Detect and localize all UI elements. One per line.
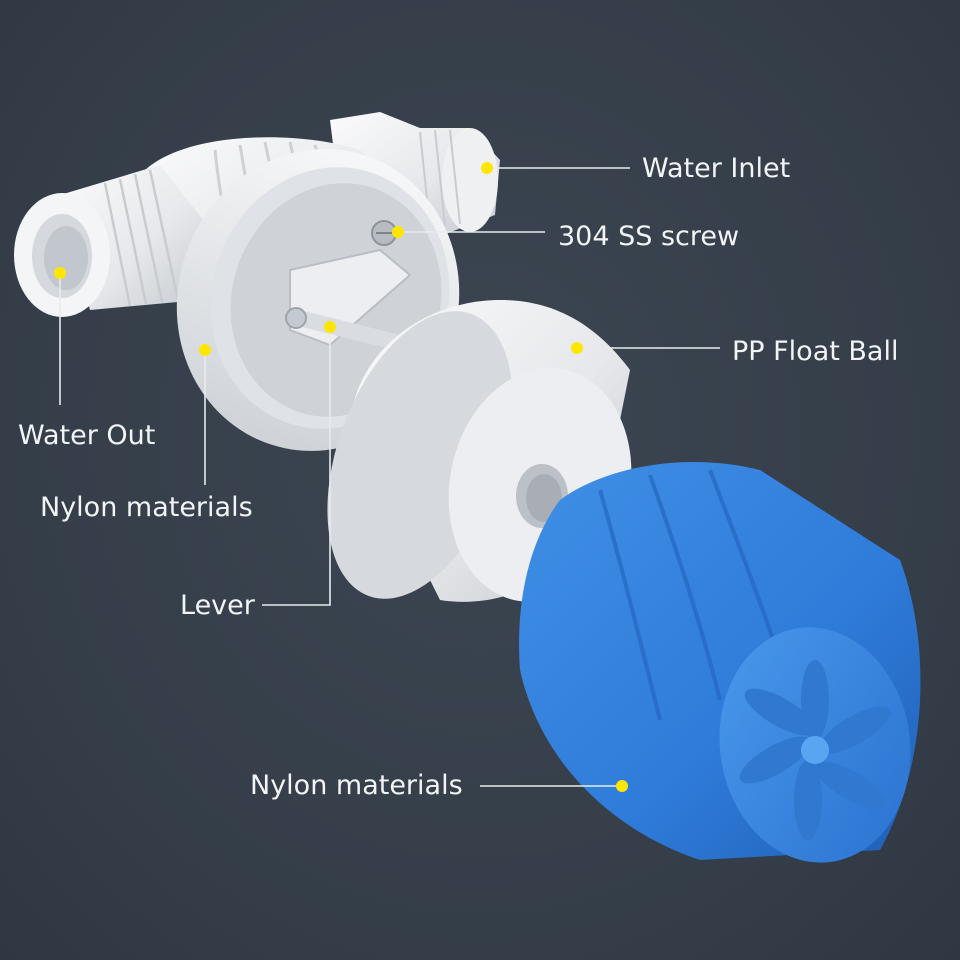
label-lever: Lever (180, 590, 255, 621)
marker-water-out (54, 267, 66, 279)
marker-lever (324, 321, 336, 333)
label-ss-screw: 304 SS screw (558, 221, 740, 252)
label-nylon-body: Nylon materials (40, 492, 253, 523)
label-float-ball: PP Float Ball (732, 336, 899, 367)
label-water-out: Water Out (18, 420, 156, 451)
marker-float-ball (571, 342, 583, 354)
marker-ss-screw (392, 226, 404, 238)
blue-cap-shape (519, 461, 921, 863)
leader-lever (262, 327, 331, 606)
label-water-inlet: Water Inlet (642, 153, 791, 184)
screw (371, 220, 397, 246)
label-nylon-cap: Nylon materials (250, 770, 463, 801)
marker-water-inlet (481, 162, 493, 174)
markers (54, 162, 628, 792)
marker-nylon-body (199, 344, 211, 356)
leader-lines (59, 167, 720, 787)
marker-nylon-cap (616, 780, 628, 792)
